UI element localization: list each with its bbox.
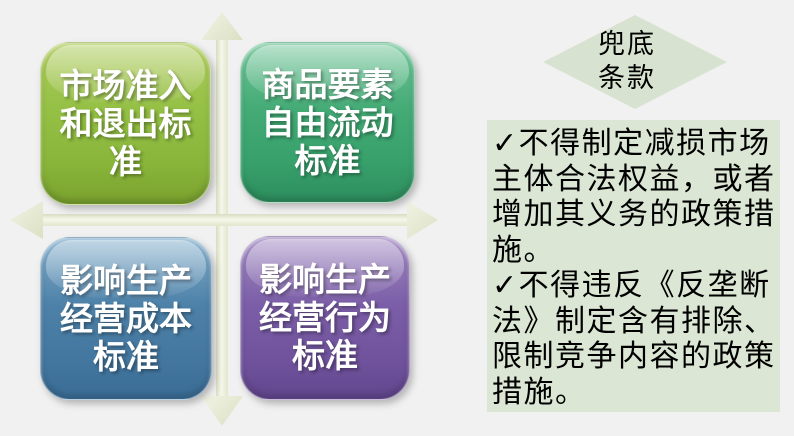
arrow-right-icon	[407, 201, 438, 239]
arrow-left-icon	[10, 201, 43, 239]
quadrant-box-production-behavior: 影响生产 经营行为 标准	[240, 236, 410, 400]
quadrant-box-label: 影响生产 经营行为 标准	[259, 260, 391, 375]
quadrant-box-label: 商品要素 自由流动 标准	[261, 64, 394, 180]
horizontal-axis-line	[26, 214, 410, 226]
diamond-label: 兜底 条款	[543, 15, 727, 109]
quadrant-box-market-entry-exit: 市场准入 和退出标 准	[40, 42, 211, 205]
provision-item: ✓不得违反《反垄断 法》制定含有排除、 限制竞争内容的政策 措施。	[492, 268, 776, 410]
arrow-down-icon	[201, 396, 243, 426]
quadrant-box-label: 市场准入 和退出标 准	[59, 65, 192, 181]
provision-item: ✓不得制定减损市场 主体合法权益，或者 增加其义务的政策措 施。	[492, 126, 776, 268]
provisions-panel: ✓不得制定减损市场 主体合法权益，或者 增加其义务的政策措 施。 ✓不得违反《反…	[487, 120, 780, 412]
arrow-up-icon	[201, 12, 243, 40]
quadrant-box-production-cost: 影响生产 经营成本 标准	[40, 237, 212, 400]
quadrant-box-goods-factors-flow: 商品要素 自由流动 标准	[240, 42, 415, 203]
diamond-label-text: 兜底 条款	[598, 29, 656, 94]
quadrant-box-label: 影响生产 经营成本 标准	[60, 260, 192, 376]
